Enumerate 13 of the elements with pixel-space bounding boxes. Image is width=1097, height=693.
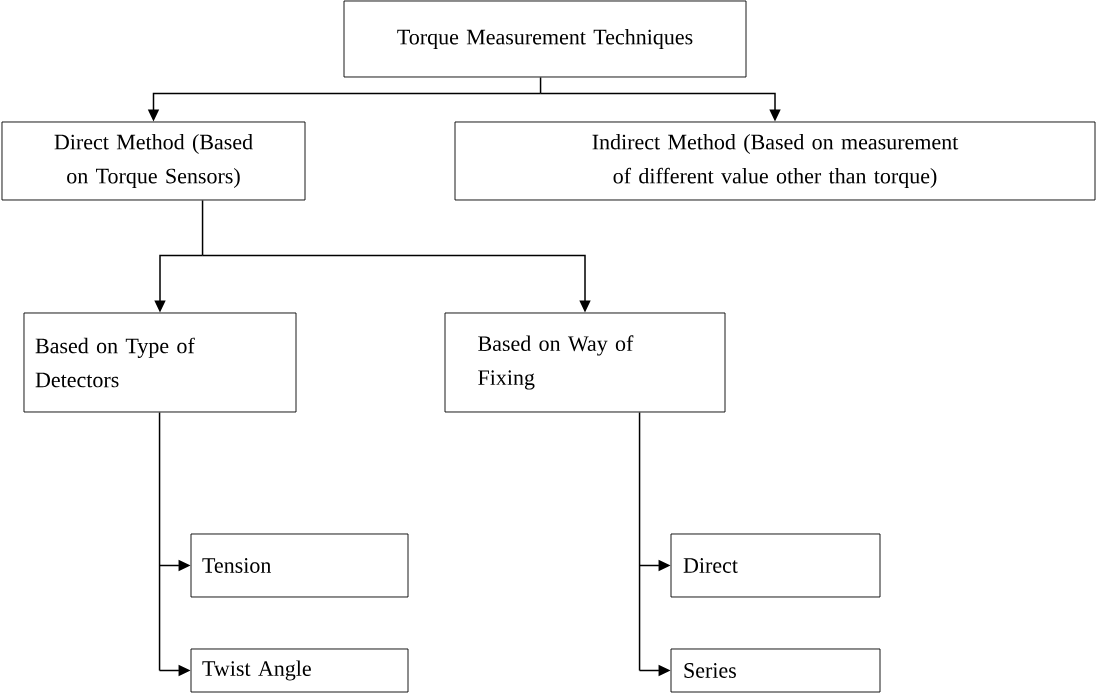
connector-line bbox=[158, 411, 161, 672]
connector-line bbox=[539, 76, 542, 95]
category-box: Direct Method (Based on Torque Sensors) bbox=[1, 121, 306, 201]
category-box: Twist Angle bbox=[190, 648, 409, 693]
category-box: Indirect Method (Based on measurement of different value other than torque) bbox=[454, 121, 1096, 201]
category-box: Series bbox=[670, 648, 881, 693]
connector-line bbox=[201, 199, 204, 257]
category-box: Based on Type of Detectors bbox=[23, 312, 297, 413]
category-box: Torque Measurement Techniques bbox=[343, 0, 747, 78]
connector-line bbox=[638, 411, 641, 672]
category-box: Tension bbox=[190, 533, 409, 598]
category-box: Direct bbox=[670, 533, 881, 598]
category-box: Based on Way of Fixing bbox=[444, 312, 726, 413]
